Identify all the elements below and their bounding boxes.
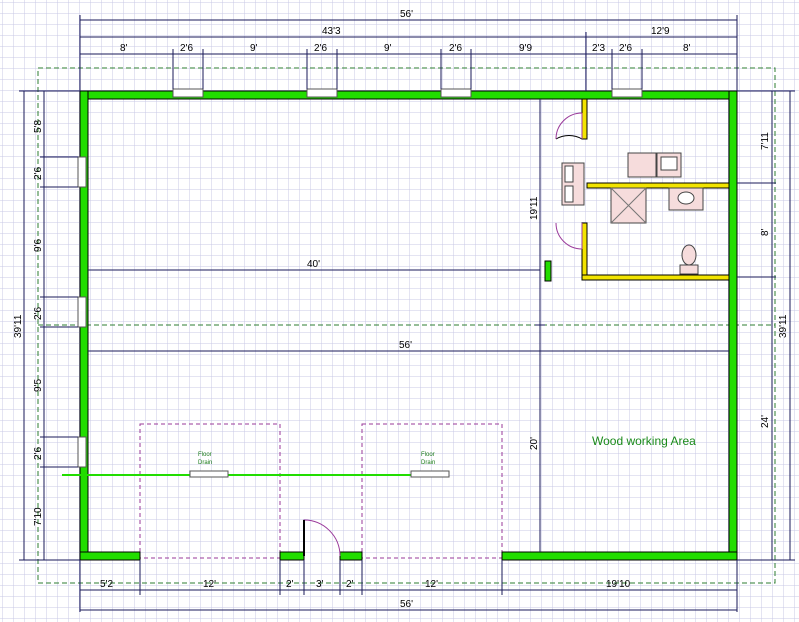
dim-left-seg-6: 2'6 xyxy=(33,447,44,460)
dim-bottom-seg-6: 12' xyxy=(425,579,438,590)
dim-top-seg-2: 2'6 xyxy=(180,43,193,54)
dim-bottom-seg-2: 12' xyxy=(203,579,216,590)
wall-marker xyxy=(544,260,552,282)
dim-top-seg-7: 9'9 xyxy=(519,43,532,54)
dim-interior-height-lower: 20' xyxy=(529,437,540,450)
dim-top-seg-3: 9' xyxy=(250,43,258,54)
dim-left-seg-3: 9'6 xyxy=(33,239,44,252)
garage-door-left xyxy=(139,423,281,559)
dim-left-seg-7: 7'10 xyxy=(33,507,44,526)
vanity-sink-icon xyxy=(677,191,695,205)
bath-doors xyxy=(555,112,583,250)
floor-drain-left xyxy=(189,470,229,478)
window-top-4 xyxy=(611,88,643,98)
dim-right-seg-3: 24' xyxy=(760,415,771,428)
dim-top-seg-6: 2'6 xyxy=(449,43,462,54)
area-label: Wood working Area xyxy=(592,434,696,448)
dim-right-seg-1: 7'11 xyxy=(760,132,771,150)
dim-interior-width-lower: 56' xyxy=(399,340,412,351)
garage-door-right xyxy=(361,423,503,559)
dim-interior-width-upper: 40' xyxy=(307,259,320,270)
floor-drain-right-label-2: Drain xyxy=(421,460,435,466)
dimension-labels: 56' 43'3 12'9 8' 2'6 9' 2'6 9' 2'6 9'9 2… xyxy=(13,9,789,610)
bath-wall-vertical-lower xyxy=(581,222,588,281)
dim-bottom-seg-4: 3' xyxy=(316,579,324,590)
dim-top-right-total: 12'9 xyxy=(651,26,670,37)
entry-door-icon xyxy=(303,519,341,557)
dim-bottom-seg-1: 5'2 xyxy=(100,579,113,590)
dim-left-overall: 39'11 xyxy=(13,314,24,338)
dim-top-seg-5: 9' xyxy=(384,43,392,54)
floor-drain-right-label-1: Floor xyxy=(421,452,435,458)
washer-dryer-icon xyxy=(627,152,657,178)
dim-bottom-seg-3: 2' xyxy=(286,579,294,590)
dim-top-overall: 56' xyxy=(400,9,413,20)
dim-bottom-seg-7: 19'10 xyxy=(606,579,631,590)
bath-wall-middle xyxy=(586,182,730,189)
bath-wall-bottom xyxy=(581,274,730,281)
window-left-3 xyxy=(77,436,87,468)
bath-wall-vertical-upper xyxy=(581,98,588,140)
windows xyxy=(77,88,643,468)
floor-drain-right xyxy=(410,470,450,478)
bottom-wall-seg-3 xyxy=(339,551,363,561)
dim-top-seg-10: 8' xyxy=(683,43,691,54)
window-top-3 xyxy=(440,88,472,98)
bottom-wall-seg-2 xyxy=(279,551,305,561)
dim-left-seg-1: 5'8 xyxy=(33,120,44,133)
window-left-2 xyxy=(77,296,87,328)
bottom-wall-seg-1 xyxy=(79,551,141,561)
bottom-wall-seg-4 xyxy=(501,551,738,561)
floor-drain-left-label-2: Drain xyxy=(198,460,212,466)
toilet-tank-icon xyxy=(679,264,699,275)
bath-fixtures xyxy=(561,152,704,275)
dim-left-seg-5: 9'5 xyxy=(33,379,44,392)
right-wall xyxy=(728,90,738,561)
floor-drain-left-label-1: Floor xyxy=(198,452,212,458)
dim-bottom-overall: 56' xyxy=(400,599,413,610)
dim-bottom-seg-5: 2' xyxy=(346,579,354,590)
dim-left-seg-4: 2'6 xyxy=(33,307,44,320)
dim-top-left-total: 43'3 xyxy=(322,26,341,37)
dim-interior-height-upper: 19'11 xyxy=(529,196,540,220)
toilet-bowl-icon xyxy=(681,244,697,266)
window-top-2 xyxy=(306,88,338,98)
dim-right-seg-2: 8' xyxy=(760,228,771,236)
dimension-lines xyxy=(19,15,795,612)
floor-drains: Floor Drain Floor Drain xyxy=(62,452,450,478)
dim-left-seg-2: 2'6 xyxy=(33,167,44,180)
window-left-1 xyxy=(77,156,87,188)
dim-top-seg-4: 2'6 xyxy=(314,43,327,54)
dim-top-seg-8: 2'3 xyxy=(592,43,605,54)
dim-right-overall: 39'11 xyxy=(778,314,789,338)
dim-top-seg-1: 8' xyxy=(120,43,128,54)
window-top-1 xyxy=(172,88,204,98)
dim-top-seg-9: 2'6 xyxy=(619,43,632,54)
